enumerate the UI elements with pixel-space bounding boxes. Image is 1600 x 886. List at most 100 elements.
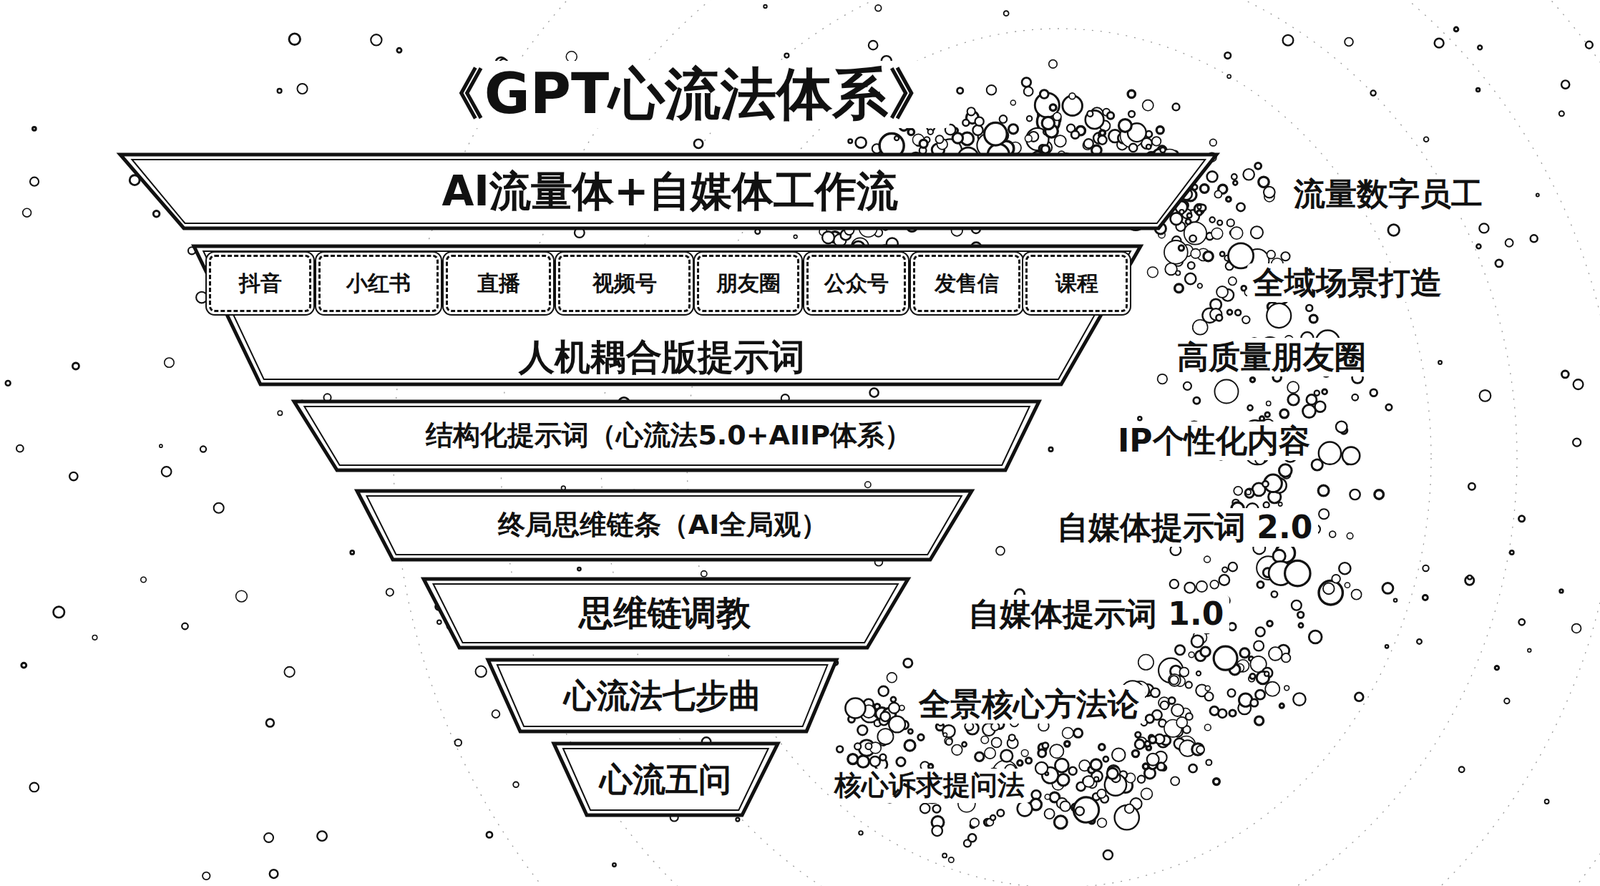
channel-box: 发售信 xyxy=(913,254,1021,312)
channel-name: 小红书 xyxy=(346,271,411,297)
bubble xyxy=(1134,732,1141,738)
funnel-layer: 思维链调教 xyxy=(423,577,909,650)
bubble xyxy=(1280,251,1290,261)
bubble xyxy=(1250,377,1255,383)
bubble xyxy=(1041,145,1050,154)
bubble xyxy=(1242,168,1255,181)
bubble xyxy=(948,857,954,863)
bubble xyxy=(1229,709,1236,717)
channel-box: 课程 xyxy=(1025,254,1128,312)
layer-inner xyxy=(497,664,828,727)
bubble xyxy=(1204,555,1211,563)
bubble xyxy=(1003,10,1009,16)
bubble xyxy=(1060,800,1071,811)
bubble xyxy=(1038,749,1047,758)
bubble xyxy=(1323,583,1335,595)
bubble xyxy=(22,208,32,217)
bubble xyxy=(694,139,703,149)
bubble xyxy=(984,747,996,759)
layer-title: 结构化提示词（心流法5.0+AIIP体系） xyxy=(425,420,912,452)
bubble xyxy=(1349,489,1360,500)
bubble xyxy=(997,809,1005,817)
bubble xyxy=(1279,703,1284,708)
bubble xyxy=(1197,283,1203,288)
bubble xyxy=(72,362,79,370)
bubble xyxy=(1257,581,1264,589)
bubble xyxy=(1150,688,1160,698)
bubble xyxy=(991,737,1002,748)
bubble xyxy=(1422,595,1428,601)
bubble xyxy=(1382,582,1394,594)
bubble xyxy=(1096,789,1106,798)
bubble xyxy=(877,728,894,745)
bubble xyxy=(1247,405,1253,411)
bubble xyxy=(1127,90,1135,98)
bubble xyxy=(1069,767,1077,775)
bubble xyxy=(1265,412,1271,418)
bubble xyxy=(1509,550,1514,554)
bubble xyxy=(1085,110,1105,129)
layer-outer xyxy=(488,659,837,732)
bubble xyxy=(1210,706,1219,715)
diagram-title: 《GPT心流法体系》 xyxy=(422,60,950,129)
bubble xyxy=(1228,622,1236,630)
bubble xyxy=(1168,696,1175,704)
bubble xyxy=(1099,744,1105,750)
bubble xyxy=(890,696,896,702)
bubble xyxy=(919,139,928,148)
bubble xyxy=(701,571,707,577)
bubble xyxy=(1041,116,1055,129)
bubble xyxy=(1335,421,1348,433)
bubble xyxy=(1434,38,1445,48)
bubble xyxy=(1170,212,1183,225)
bubble xyxy=(1205,759,1212,765)
bubble xyxy=(1175,270,1180,275)
layer-title: 心流法七步曲 xyxy=(563,676,762,715)
layer-title: 心流五问 xyxy=(599,760,732,799)
bubble xyxy=(967,107,976,116)
bubble xyxy=(1008,124,1019,134)
channel-box: 直播 xyxy=(445,254,551,312)
bubble xyxy=(865,481,871,488)
bubble xyxy=(1255,689,1265,700)
bubble xyxy=(970,817,979,827)
bubble xyxy=(1204,724,1211,731)
bubble xyxy=(1318,581,1343,605)
bubble xyxy=(1057,774,1070,786)
bubble xyxy=(1097,135,1107,145)
bubble xyxy=(1142,763,1149,770)
bubble xyxy=(1240,648,1250,658)
bubble xyxy=(1536,193,1540,197)
layer-inner xyxy=(304,406,1029,466)
bubble xyxy=(1054,758,1069,773)
bubble xyxy=(1263,186,1276,199)
layer-title: AI流量体+自媒体工作流 xyxy=(441,167,898,216)
bubble xyxy=(784,53,789,58)
bubble xyxy=(1169,579,1179,589)
bubble xyxy=(981,735,989,744)
bubble xyxy=(1228,276,1237,285)
bubble xyxy=(1083,775,1095,787)
bubble xyxy=(1298,623,1304,628)
bubble xyxy=(1157,374,1168,385)
bubble xyxy=(1572,438,1581,447)
funnel-layer: 结构化提示词（心流法5.0+AIIP体系） xyxy=(294,400,1039,472)
side-label: 全域场景打造 xyxy=(1247,263,1448,303)
bubble xyxy=(735,817,740,822)
bubble xyxy=(1297,611,1304,619)
bubble xyxy=(159,444,163,448)
bubble xyxy=(1338,562,1351,574)
bubble xyxy=(1094,776,1099,781)
bubble xyxy=(1210,580,1219,589)
bubble xyxy=(1477,45,1482,51)
bubble xyxy=(1073,797,1099,823)
bubble xyxy=(455,739,462,746)
bubble xyxy=(397,47,402,53)
bubble xyxy=(1416,638,1422,645)
bubble xyxy=(908,128,914,135)
bubble xyxy=(1331,574,1341,584)
bubble xyxy=(350,550,355,554)
bubble xyxy=(928,129,934,135)
bubble xyxy=(1303,405,1316,418)
bubble xyxy=(1258,176,1269,187)
